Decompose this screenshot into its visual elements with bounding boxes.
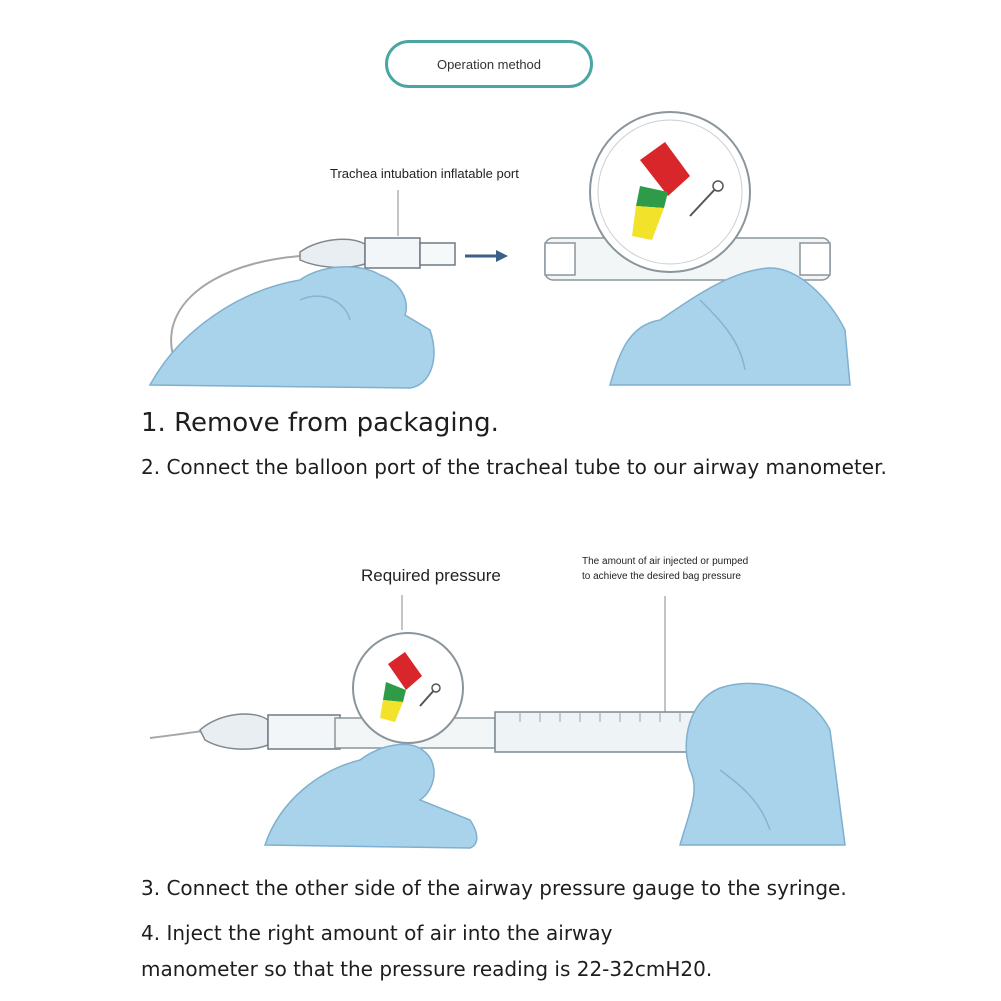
- left-glove-2: [263, 743, 478, 849]
- pilot-balloon-2: [199, 713, 269, 750]
- operation-method-title: Operation method: [385, 40, 593, 88]
- gauge-zone-green-2: [383, 682, 406, 702]
- step-3: 3. Connect the other side of the airway …: [141, 876, 847, 900]
- pilot-balloon: [299, 238, 366, 269]
- air-amount-label-line1: The amount of air injected or pumped: [582, 556, 749, 567]
- syringe-barrel: [494, 711, 721, 753]
- step-2: 2. Connect the balloon port of the trach…: [141, 455, 887, 479]
- valve-connector: [364, 237, 421, 269]
- gauge-zone-red-2: [388, 652, 422, 690]
- step-4-line2: manometer so that the pressure reading i…: [141, 957, 713, 981]
- valve-connector-2: [267, 714, 341, 750]
- gauge-zone-yellow-2: [380, 700, 403, 722]
- right-glove-2: [679, 682, 846, 846]
- operation-method-title-text: Operation method: [436, 56, 542, 72]
- gauge-zone-green: [636, 186, 668, 208]
- gauge-needle: [689, 185, 719, 217]
- gauge-zone-yellow: [632, 206, 664, 240]
- air-amount-label-line2: to achieve the desired bag pressure: [582, 571, 741, 582]
- left-glove-1: [148, 266, 435, 389]
- right-glove-1: [609, 267, 851, 386]
- port-callout-label: Trachea intubation inflatable port: [330, 166, 519, 181]
- gauge-zone-red: [640, 142, 690, 196]
- step-4-line1: 4. Inject the right amount of air into t…: [141, 921, 613, 945]
- step-1: 1. Remove from packaging.: [141, 408, 499, 438]
- required-pressure-label: Required pressure: [361, 566, 501, 585]
